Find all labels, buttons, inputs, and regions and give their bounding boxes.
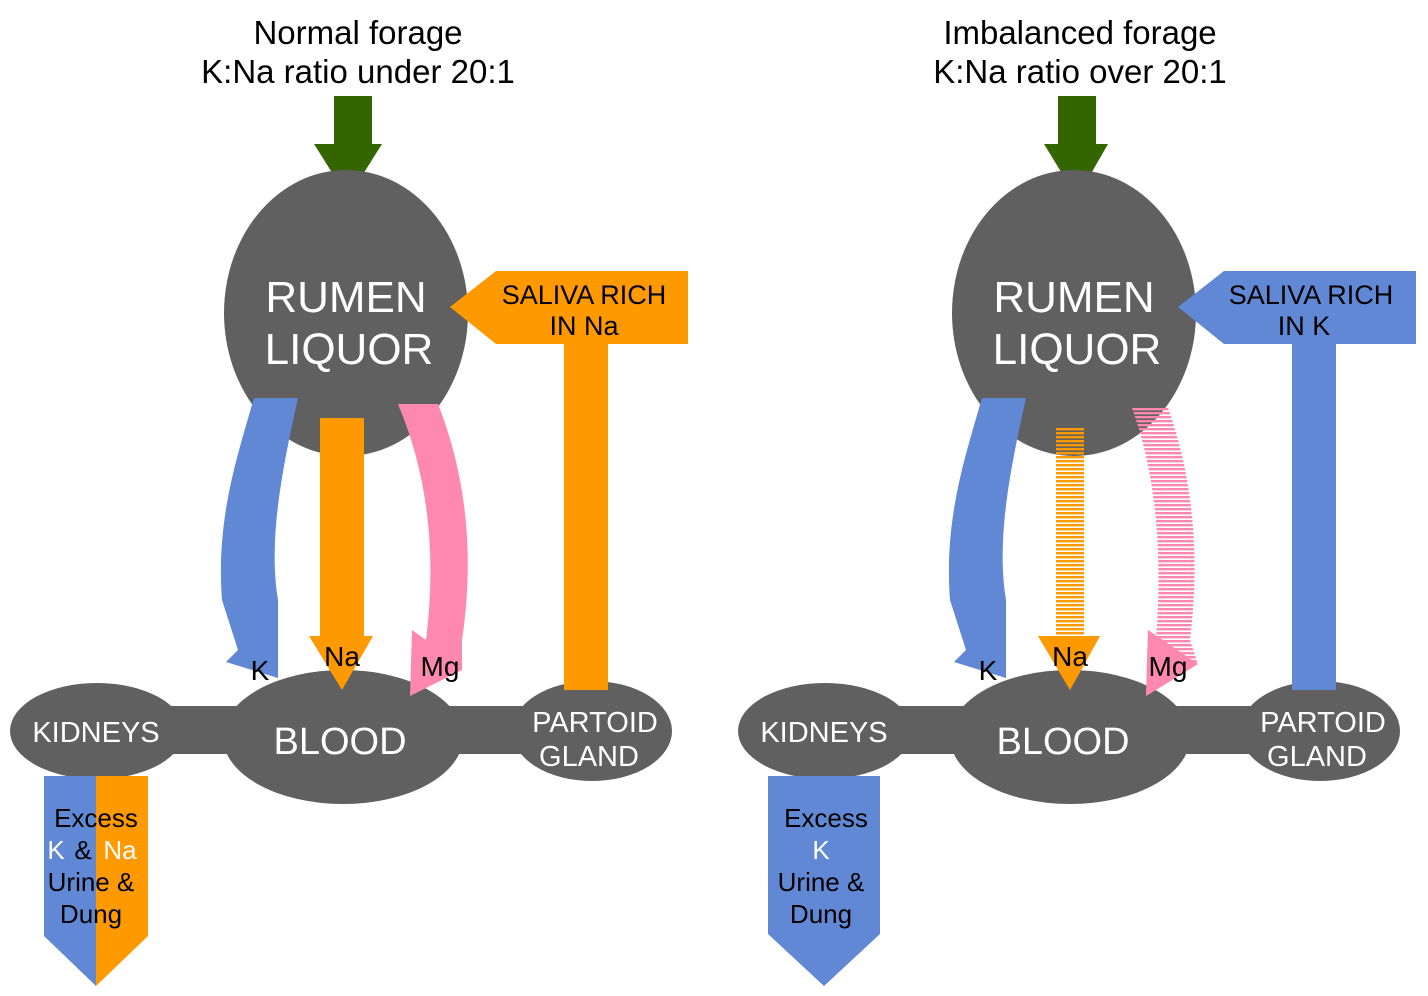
partoid-label-line2: GLAND [539,741,639,773]
mg-absorption-arrow-reduced [1132,408,1198,696]
partoid-label-line1: PARTOID [1260,707,1386,739]
excretion-label-k: K [47,835,65,865]
blood-node [950,670,1190,804]
rumen-label-line1: RUMEN [265,273,426,322]
na-absorption-arrow [309,418,373,690]
excretion-arrow-k-half [44,776,96,986]
partoid-label-line1: PARTOID [532,707,658,739]
partoid-gland-node [512,681,672,781]
excretion-label-amp: & [74,835,91,865]
excretion-label-line4: Dung [790,899,852,929]
saliva-return-arrow [450,271,688,690]
na-label: Na [324,641,360,672]
rumen-liquor-node [952,170,1196,456]
mg-absorption-arrow [398,404,468,696]
panel-title-line2: K:Na ratio over 20:1 [933,53,1227,90]
na-label: Na [1052,641,1088,672]
blood-label: BLOOD [273,721,406,763]
kidneys-label: KIDNEYS [32,717,159,749]
saliva-label-line1: SALIVA RICH [1229,280,1394,310]
forage-input-arrow [314,96,382,198]
k-absorption-arrow [220,398,298,678]
saliva-label-line2: IN Na [549,311,619,341]
rumen-label-line2: LIQUOR [265,325,434,374]
excretion-label-line3: Urine & [48,867,135,897]
excretion-arrow-na-half [96,776,148,986]
excretion-label-line2: K [812,835,830,865]
na-arrowhead [1038,636,1100,690]
rumen-label-line2: LIQUOR [993,325,1162,374]
panel-title-line1: Normal forage [253,14,462,51]
panel-title-line2: K:Na ratio under 20:1 [201,53,515,90]
partoid-label-line2: GLAND [1267,741,1367,773]
saliva-label-line1: SALIVA RICH [502,280,667,310]
excretion-label-line1: Excess [784,803,868,833]
rumen-label-line1: RUMEN [993,273,1154,322]
panel-title-line1: Imbalanced forage [943,14,1216,51]
na-absorption-arrow-reduced [1038,428,1100,690]
rumen-liquor-node [224,170,468,456]
mg-arrowhead [1146,630,1198,696]
k-label: K [251,655,270,686]
k-label: K [979,655,998,686]
saliva-label-line2: IN K [1278,311,1331,341]
excretion-label-line4: Dung [60,899,122,929]
k-absorption-arrow [948,398,1026,678]
panel-normal: Normal forage K:Na ratio under 20:1 K Na… [10,14,688,986]
partoid-gland-node [1240,681,1400,781]
kidneys-node [10,683,184,779]
mg-label: Mg [421,651,460,682]
blood-node [223,670,463,804]
saliva-return-arrow [1178,271,1416,690]
excretion-label-na: Na [103,835,137,865]
excretion-label-line1: Excess [54,803,138,833]
mg-label: Mg [1149,651,1188,682]
kidneys-label: KIDNEYS [760,717,887,749]
forage-input-arrow [1044,96,1108,198]
panel-imbalanced: Imbalanced forage K:Na ratio over 20:1 K… [738,14,1416,986]
blood-label: BLOOD [996,721,1129,763]
kidneys-node [738,683,912,779]
excretion-arrow [768,776,880,986]
excretion-label-line3: Urine & [778,867,865,897]
